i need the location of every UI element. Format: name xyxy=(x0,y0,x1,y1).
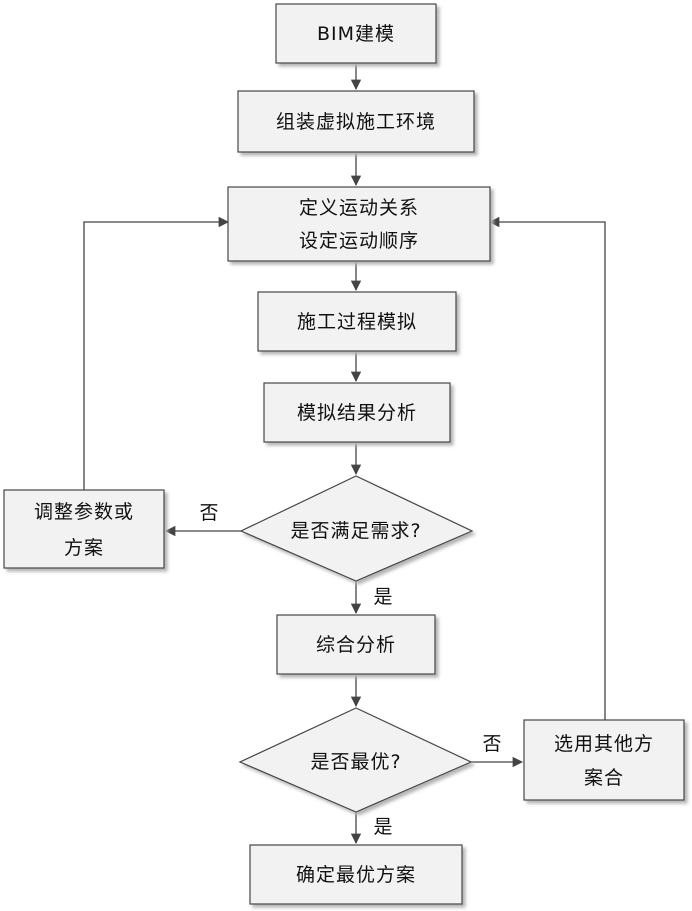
node-comprehensive-label: 综合分析 xyxy=(316,634,396,656)
node-confirm-label: 确定最优方案 xyxy=(296,864,416,886)
node-confirm: 确定最优方案 xyxy=(249,844,463,905)
node-assemble: 组装虚拟施工环境 xyxy=(237,90,475,153)
node-adjust-label-1: 调整参数或 xyxy=(34,501,134,523)
node-bim-label: BIM建模 xyxy=(317,23,395,45)
node-define-label-1: 定义运动关系 xyxy=(299,197,419,219)
node-decision-optimal-label: 是否最优? xyxy=(310,751,401,773)
node-adjust: 调整参数或 方案 xyxy=(3,489,165,569)
node-bim: BIM建模 xyxy=(275,3,437,64)
node-choose-other-label-2: 案合 xyxy=(584,767,624,789)
edge-choose-to-define xyxy=(488,216,606,720)
node-decision-meets-need-label: 是否满足需求? xyxy=(290,520,421,542)
edge-adjust-to-define xyxy=(83,216,230,490)
node-analyze: 模拟结果分析 xyxy=(263,382,451,443)
node-define: 定义运动关系 设定运动顺序 xyxy=(227,186,491,262)
edge-label-no-2: 否 xyxy=(482,733,501,755)
node-decision-optimal: 是否最优? xyxy=(238,707,473,813)
node-choose-other: 选用其他方 案合 xyxy=(523,719,685,801)
edge-label-yes-2: 是 xyxy=(373,816,392,838)
node-simulate-label: 施工过程模拟 xyxy=(297,311,417,333)
node-simulate: 施工过程模拟 xyxy=(257,291,457,352)
edge-label-yes-1: 是 xyxy=(373,586,392,608)
node-assemble-label: 组装虚拟施工环境 xyxy=(276,111,436,133)
edge-label-no-1: 否 xyxy=(199,502,218,524)
node-decision-meets-need: 是否满足需求? xyxy=(239,475,474,582)
node-analyze-label: 模拟结果分析 xyxy=(297,402,417,424)
node-adjust-label-2: 方案 xyxy=(64,537,104,559)
node-define-label-2: 设定运动顺序 xyxy=(299,230,419,252)
node-comprehensive: 综合分析 xyxy=(276,614,436,675)
node-choose-other-label-1: 选用其他方 xyxy=(554,733,654,755)
edges xyxy=(83,64,606,845)
